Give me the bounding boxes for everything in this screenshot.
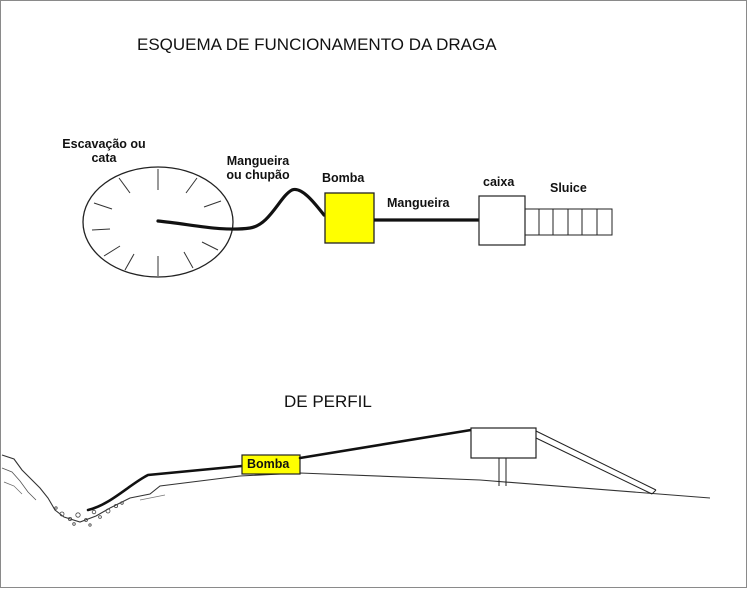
suction-hose-label-line1: Mangueira <box>218 154 298 168</box>
excavation-label: Escavação ou cata <box>52 137 156 165</box>
box-label: caixa <box>483 175 514 189</box>
sluice <box>525 209 612 235</box>
hose-label: Mangueira <box>387 196 450 210</box>
profile-title: DE PERFIL <box>284 392 372 412</box>
pump-label: Bomba <box>322 171 364 185</box>
excavation-label-line2: cata <box>52 151 156 165</box>
pump-box <box>325 193 374 243</box>
suction-hose-label-line2: ou chupão <box>218 168 298 182</box>
profile-sluice <box>536 431 656 494</box>
sluice-label: Sluice <box>550 181 587 195</box>
excavation-label-line1: Escavação ou <box>52 137 156 151</box>
profile-hose-to-box <box>300 430 471 458</box>
rock-bank <box>2 455 110 522</box>
profile-view <box>2 428 710 526</box>
gravel <box>55 502 124 527</box>
profile-collection-box <box>471 428 536 458</box>
suction-hose-label: Mangueira ou chupão <box>218 154 298 182</box>
collection-box <box>479 196 525 245</box>
diagram-title: ESQUEMA DE FUNCIONAMENTO DA DRAGA <box>137 35 497 55</box>
profile-pump-label: Bomba <box>247 457 289 471</box>
profile-suction-hose <box>88 466 242 510</box>
